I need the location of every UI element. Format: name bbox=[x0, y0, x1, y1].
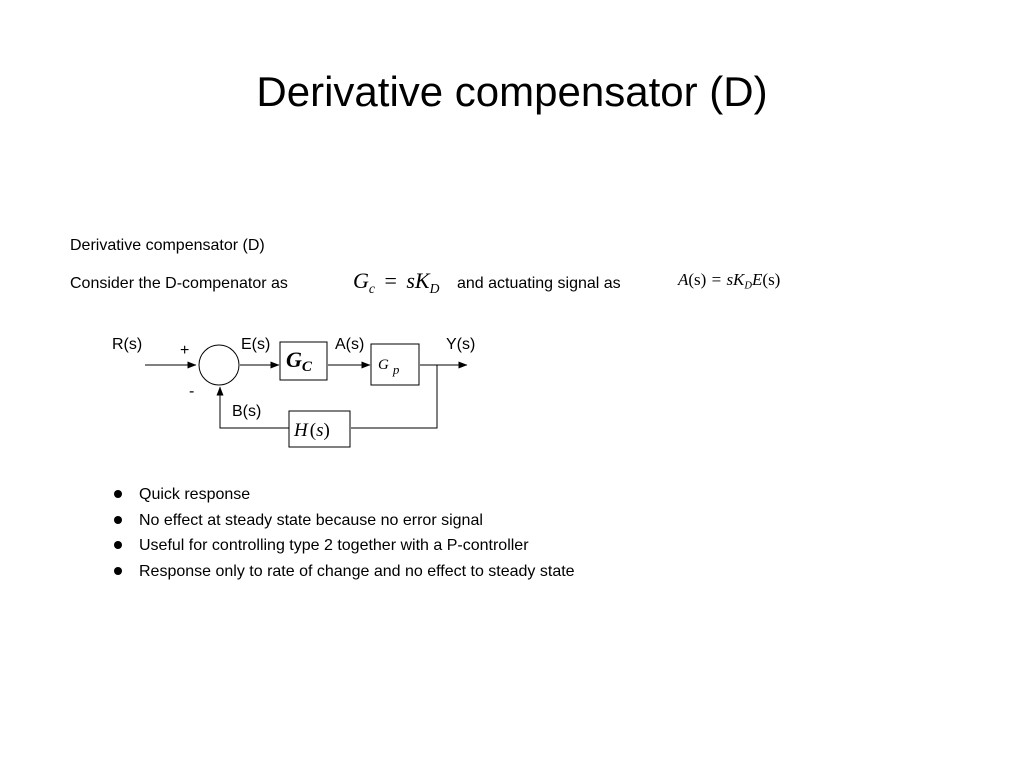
compensator-equation: Gc = sKD bbox=[353, 268, 439, 297]
label-minus-sign: - bbox=[189, 383, 194, 400]
feedback-block bbox=[288, 410, 351, 448]
bullet-dot-icon bbox=[114, 490, 122, 498]
actuating-error-arg: (s) bbox=[762, 270, 781, 289]
actuating-text: and actuating signal as bbox=[457, 275, 621, 292]
feedback-path-line bbox=[351, 365, 438, 429]
equation-equals: = bbox=[384, 268, 397, 293]
section-heading: Derivative compensator (D) bbox=[70, 237, 265, 254]
consider-text: Consider the D-compenator as bbox=[70, 275, 288, 292]
equation-kd-subscript: D bbox=[429, 280, 440, 296]
label-plus-sign: + bbox=[180, 342, 189, 359]
summing-junction bbox=[198, 344, 240, 386]
list-item: No effect at steady state because no err… bbox=[110, 508, 575, 534]
label-a-of-s: A(s) bbox=[335, 336, 364, 353]
actuating-equals: = bbox=[711, 270, 722, 289]
list-item: Response only to rate of change and no e… bbox=[110, 559, 575, 585]
feedback-block-label: H(s) bbox=[293, 420, 330, 441]
actuating-lhs-arg: (s) bbox=[688, 270, 707, 289]
list-item-text: Quick response bbox=[139, 486, 251, 503]
actuating-equation: A(s) = sKDE(s) bbox=[678, 270, 780, 292]
label-e-of-s: E(s) bbox=[241, 336, 270, 353]
equation-skd-symbol: sK bbox=[406, 268, 430, 293]
list-item-text: Useful for controlling type 2 together w… bbox=[139, 537, 529, 554]
actuating-error: E bbox=[752, 270, 763, 289]
bullet-dot-icon bbox=[114, 566, 122, 575]
list-item-text: Response only to rate of change and no e… bbox=[139, 562, 575, 580]
actuating-lhs: A bbox=[678, 270, 689, 289]
equation-gc-symbol: G bbox=[353, 268, 369, 293]
actuating-kd-subscript: D bbox=[744, 280, 753, 292]
list-item-text: No effect at steady state because no err… bbox=[139, 511, 483, 529]
list-item: Quick response bbox=[110, 482, 575, 508]
slide-title: Derivative compensator (D) bbox=[256, 68, 768, 115]
compensator-block bbox=[279, 341, 328, 381]
label-y-of-s: Y(s) bbox=[446, 336, 475, 353]
equation-gc-subscript: c bbox=[368, 280, 375, 296]
compensator-block-label: GC bbox=[286, 347, 313, 375]
bullet-dot-icon bbox=[114, 515, 122, 524]
feedback-return-line bbox=[216, 386, 289, 429]
bullet-list: Quick response No effect at steady state… bbox=[110, 482, 575, 584]
label-r-of-s: R(s) bbox=[112, 336, 142, 353]
actuating-rhs: sK bbox=[726, 270, 745, 289]
label-b-of-s: B(s) bbox=[232, 403, 261, 420]
bullet-dot-icon bbox=[114, 541, 122, 549]
plant-block bbox=[370, 343, 420, 386]
list-item: Useful for controlling type 2 together w… bbox=[110, 533, 575, 559]
